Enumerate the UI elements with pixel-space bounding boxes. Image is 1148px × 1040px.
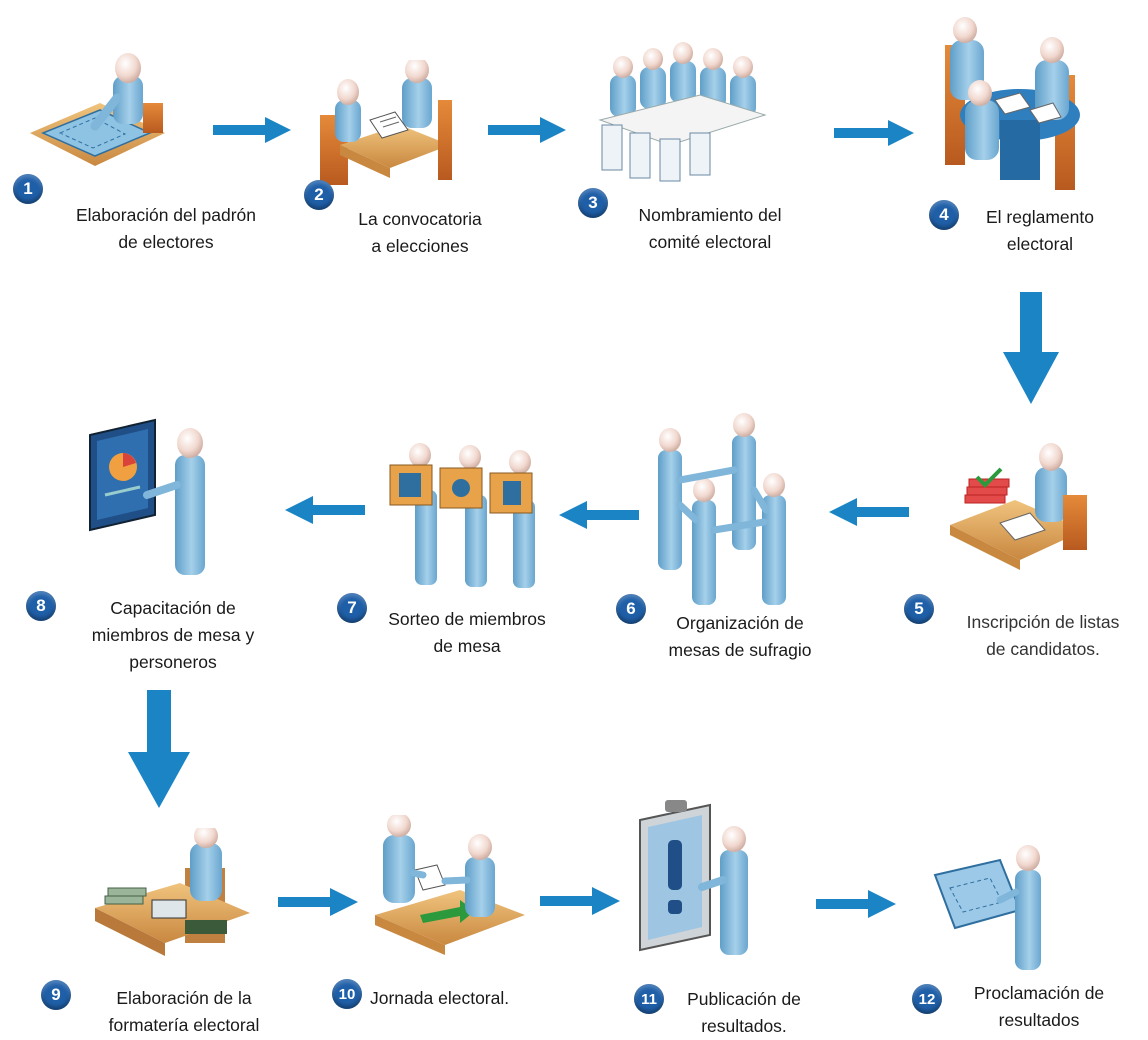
step-label: Elaboración del padrón de electores (36, 202, 296, 256)
step-label: Elaboración de la formatería electoral (78, 985, 290, 1039)
step-label-line: comité electoral (648, 232, 772, 252)
step-label: El reglamento electoral (960, 204, 1120, 258)
committee-meeting-icon (598, 42, 767, 182)
step-number-badge: 1 (13, 174, 43, 204)
arrow-left-6-7 (559, 501, 639, 529)
step-label-line: Sorteo de miembros (388, 609, 546, 629)
step-label: La convocatoria a elecciones (330, 206, 510, 260)
step-label-line: de candidatos. (986, 639, 1100, 659)
step-label-line: Elaboración de la (116, 988, 252, 1008)
arrow-down-8-9 (128, 690, 190, 808)
arrow-right-1-2 (213, 117, 291, 143)
step-label-line: Capacitación de (110, 598, 236, 618)
round-table-meeting-icon (945, 17, 1080, 190)
step-number-badge: 11 (634, 984, 664, 1014)
step-number-badge: 8 (26, 591, 56, 621)
arrow-right-3-4 (834, 120, 914, 146)
step-label-line: Jornada electoral. (370, 988, 510, 1008)
step-label-line: resultados. (701, 1016, 787, 1036)
step-number-badge: 9 (41, 980, 71, 1010)
step-number-badge: 4 (929, 200, 959, 230)
step-label: Inscripción de listas de candidatos. (940, 609, 1146, 663)
electoral-forms-icon (95, 828, 250, 956)
step-label-line: mesas de sufragio (668, 640, 812, 660)
step-label-line: a elecciones (371, 236, 469, 256)
arrow-left-7-8 (285, 496, 365, 524)
step-label-line: Organización de (676, 613, 804, 633)
arrow-left-5-6 (829, 498, 909, 526)
step-label-line: de mesa (433, 636, 501, 656)
step-label: Jornada electoral. (370, 985, 570, 1012)
step-label-line: resultados (998, 1010, 1080, 1030)
candidate-registration-icon (950, 443, 1087, 570)
training-presentation-icon (89, 418, 205, 575)
results-publication-icon (639, 800, 748, 955)
step-label-line: El reglamento (986, 207, 1094, 227)
arrow-right-10-11 (540, 887, 620, 915)
convocation-desk-icon (320, 60, 452, 185)
step-label: Sorteo de miembros de mesa (372, 606, 562, 660)
step-label-line: miembros de mesa y (91, 625, 255, 645)
step-label-line: Elaboración del padrón (76, 205, 256, 225)
arrow-right-9-10 (278, 888, 358, 916)
step-number-badge: 7 (337, 593, 367, 623)
step-number-badge: 5 (904, 594, 934, 624)
step-label-line: electoral (1006, 234, 1074, 254)
step-number-badge: 12 (912, 984, 942, 1014)
step-label-line: personeros (129, 652, 217, 672)
step-label-line: de electores (118, 232, 214, 252)
member-draw-icon (389, 443, 535, 588)
polling-stations-organization-icon (658, 413, 786, 605)
step-number-badge: 2 (304, 180, 334, 210)
person-at-map-table-icon (30, 53, 165, 166)
step-label: Publicación de resultados. (664, 986, 824, 1040)
step-number-badge: 3 (578, 188, 608, 218)
results-proclamation-icon (933, 845, 1041, 970)
step-label-line: Proclamación de (973, 983, 1105, 1003)
step-label-line: Publicación de (687, 989, 801, 1009)
step-number-badge: 6 (616, 594, 646, 624)
step-label: Nombramiento del comité electoral (610, 202, 810, 256)
arrow-right-2-3 (488, 117, 566, 143)
step-label: Proclamación de resultados (944, 980, 1134, 1034)
step-label-line: Inscripción de listas (966, 612, 1120, 632)
step-label-line: Nombramiento del (638, 205, 782, 225)
step-label-line: La convocatoria (358, 209, 482, 229)
arrow-right-11-12 (816, 890, 896, 918)
step-label: Organización de mesas de sufragio (640, 610, 840, 664)
step-label: Capacitación de miembros de mesa y perso… (68, 595, 278, 676)
arrow-down-4-5 (1003, 292, 1059, 404)
step-label-line: formatería electoral (108, 1015, 260, 1035)
step-number-badge: 10 (332, 979, 362, 1009)
election-day-icon (375, 815, 525, 955)
